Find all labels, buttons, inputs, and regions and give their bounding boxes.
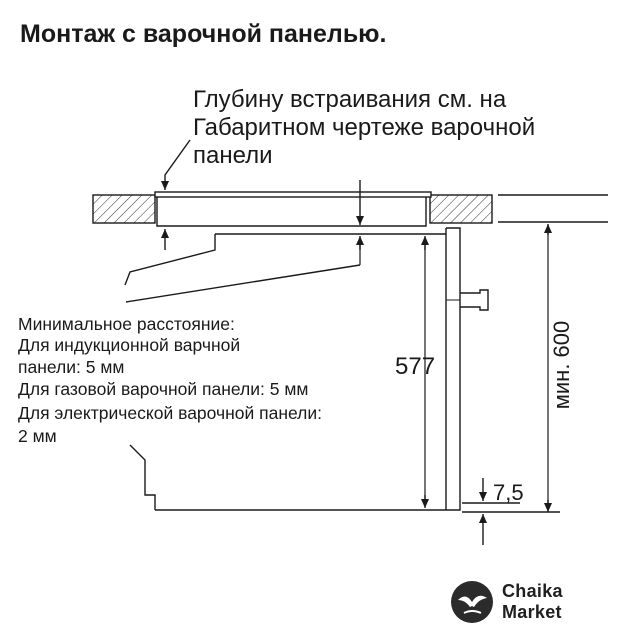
- oven-top-step: [124, 234, 216, 286]
- oven-knob: [460, 289, 489, 311]
- dimension-7-5: 7,5: [493, 480, 524, 505]
- depth-leader: [161, 139, 191, 190]
- min-distance-line-5: Для электрической варочной панели:: [18, 403, 323, 423]
- dimension-min-600: мин. 600: [549, 320, 574, 410]
- logo-text-chaika: Chaika: [502, 581, 563, 601]
- oven-back: [129, 444, 156, 510]
- oven-front: [446, 227, 461, 511]
- min-distance-line-3: панели: 5 мм: [18, 357, 125, 377]
- depth-note-line-3: панели: [193, 142, 273, 169]
- countertop-right: [429, 194, 493, 224]
- min-distance-line-6: 2 мм: [18, 426, 57, 446]
- logo-text-market: Market: [502, 602, 562, 622]
- min-distance-line-2: Для индукционной варчной: [18, 335, 241, 355]
- depth-note-line-2: Габаритном чертеже варочной: [193, 114, 536, 141]
- hob-body: [156, 197, 427, 227]
- page-title: Монтаж с варочной панелью.: [20, 20, 387, 48]
- min-distance-line-4: Для газовой варочной панели: 5 мм: [18, 379, 309, 399]
- seagull-icon: [451, 581, 493, 623]
- chaika-market-logo: Chaika Market: [450, 578, 620, 628]
- depth-note-line-1: Глубину встраивания см. на: [193, 86, 507, 113]
- countertop-left: [92, 194, 156, 224]
- hob-glass: [154, 191, 432, 198]
- dimension-577: 577: [395, 353, 436, 380]
- min-distance-line-1: Минимальное расстояние:: [18, 314, 235, 334]
- oven-slope: [125, 264, 361, 303]
